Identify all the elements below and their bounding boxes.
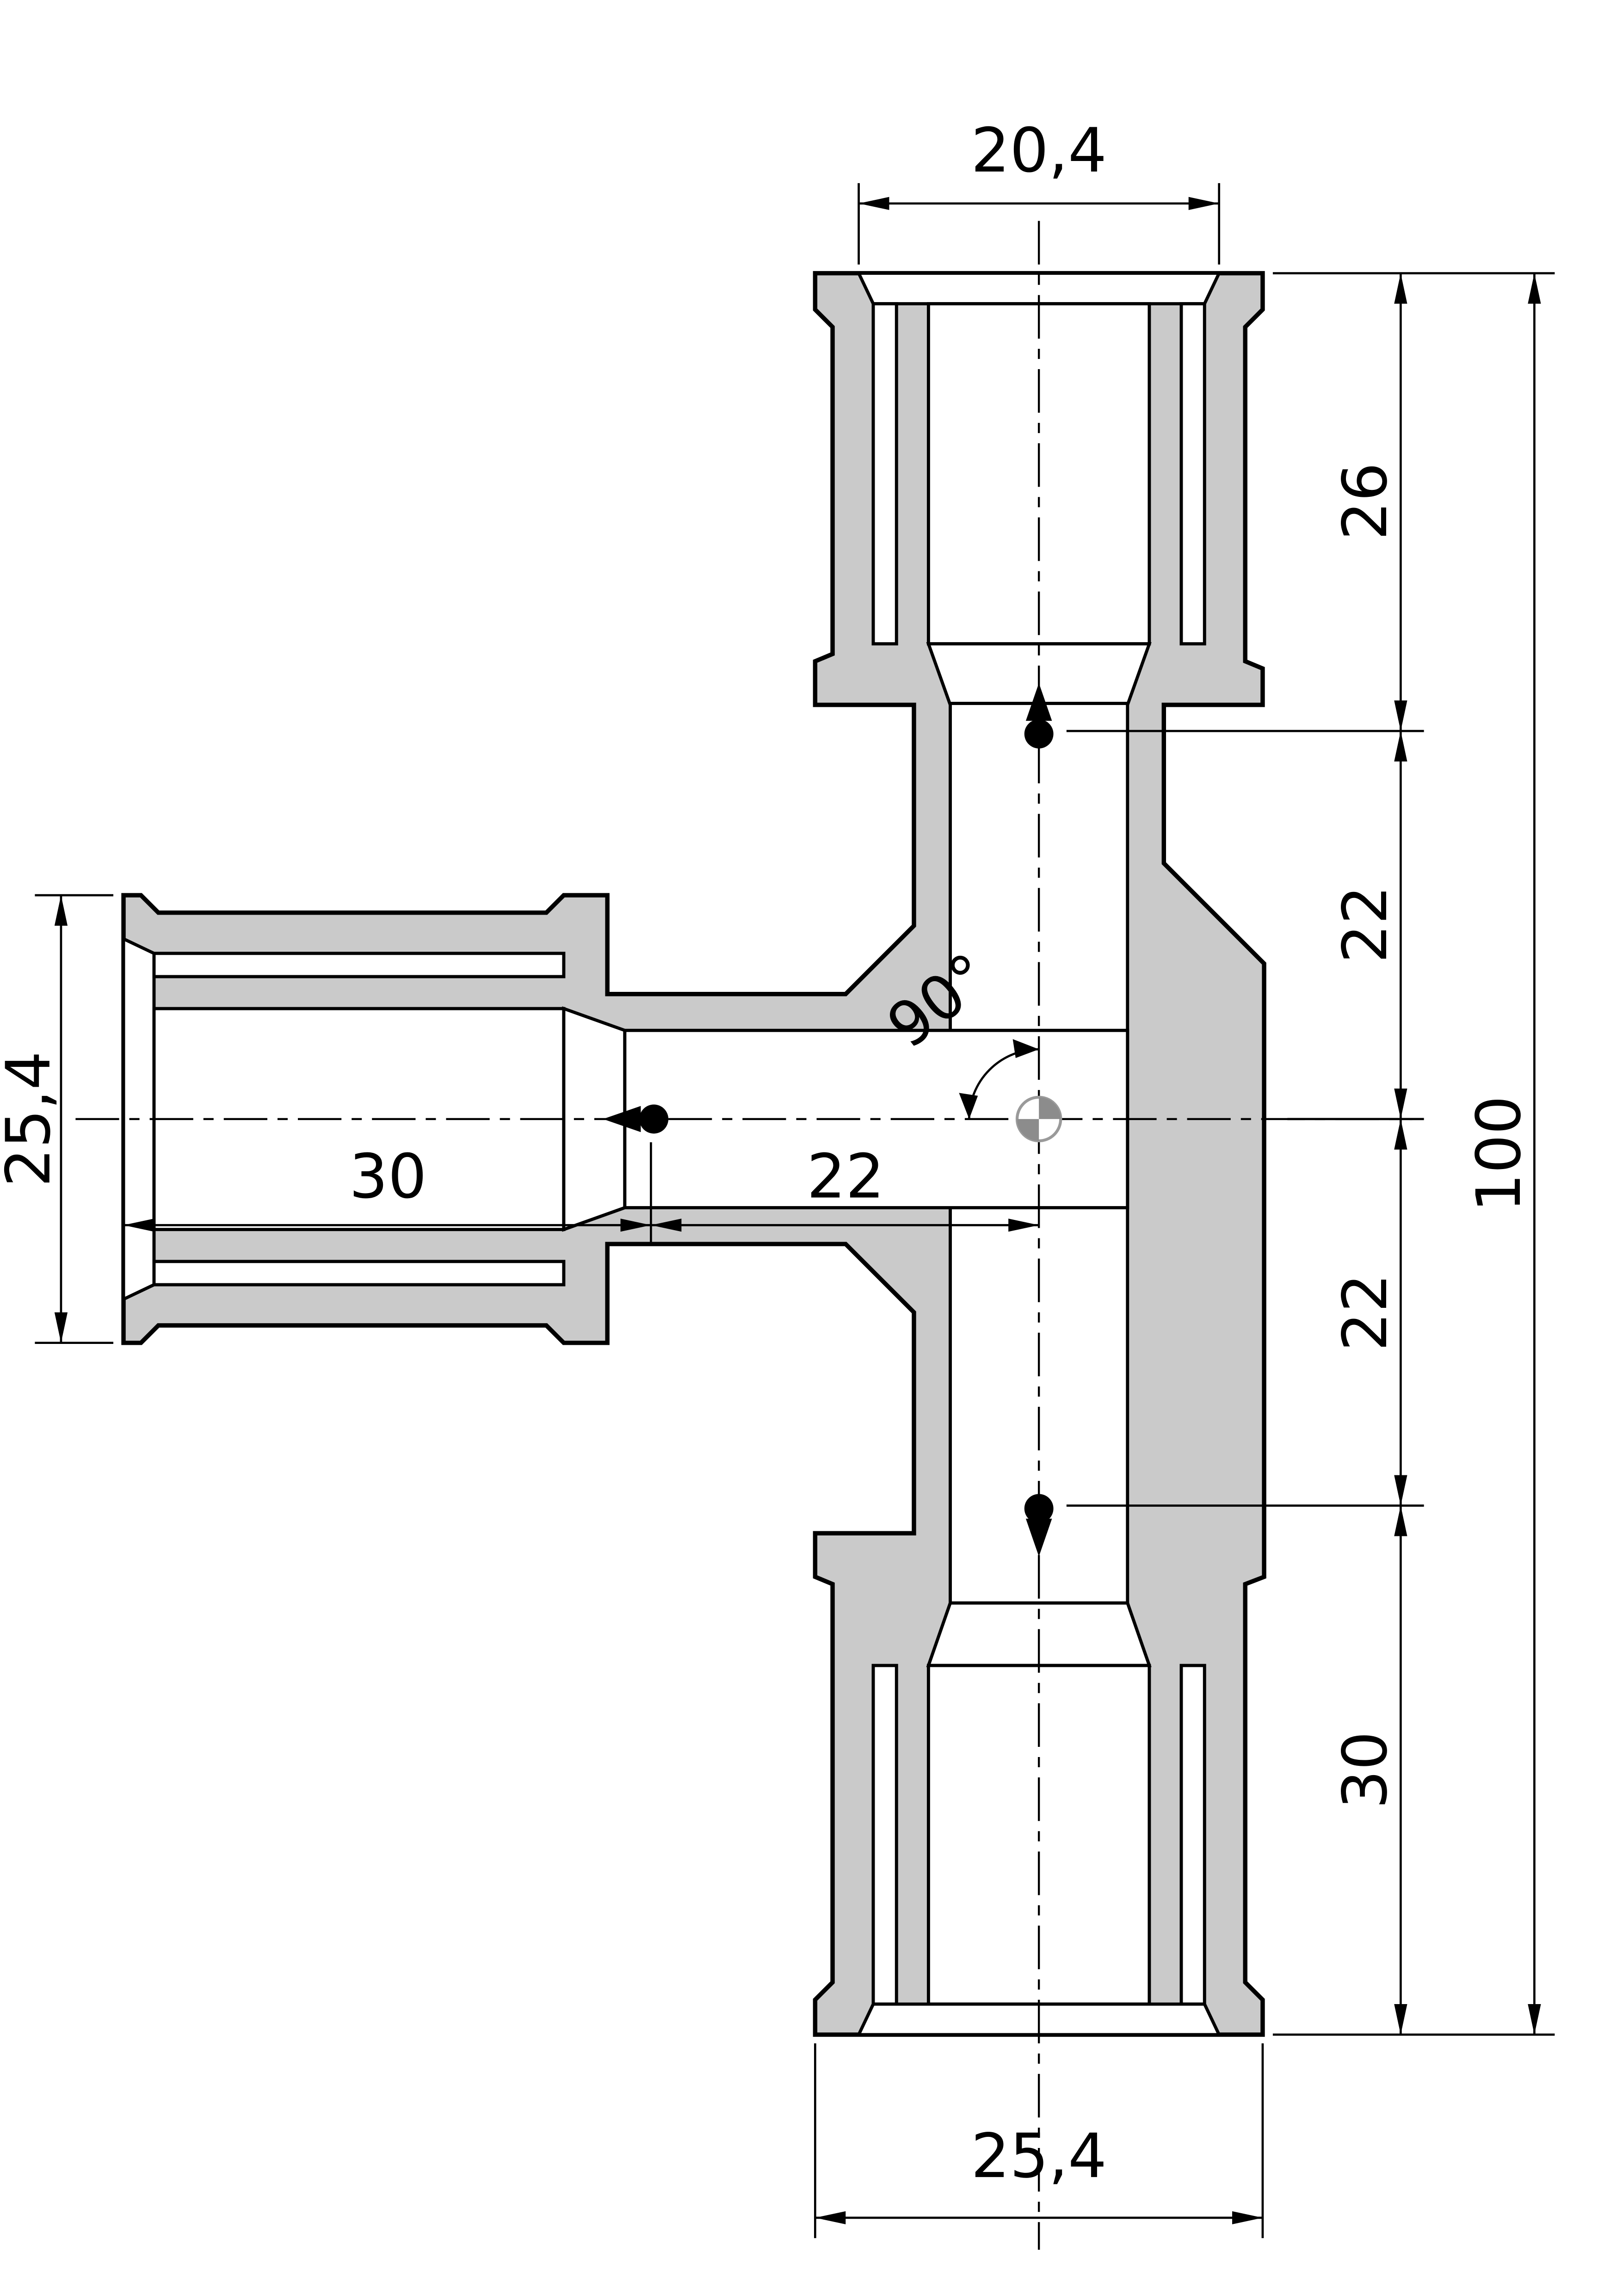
dim-horizontal-30-label: 30 (349, 1142, 427, 1213)
dim-horizontal-22-label: 22 (807, 1142, 884, 1213)
dim-bottom-diameter: 25,4 (814, 2043, 1264, 2238)
dim-right-chain: 26 22 22 30 (1066, 272, 1555, 2036)
left-socket-slot-bottom (152, 1260, 566, 1287)
dim-right-30-label: 30 (1330, 1731, 1401, 1809)
bottom-socket-slot-left (871, 1664, 898, 2006)
angle-arrow-top (1012, 1039, 1039, 1058)
top-socket-slot-left (871, 302, 898, 646)
dim-top-width-label: 20,4 (971, 116, 1107, 186)
insertion-marker-left (603, 1104, 669, 1134)
dim-top-width: 20,4 (858, 116, 1221, 265)
dim-overall-height: 100 (1464, 273, 1541, 2035)
dim-right-22a-label: 22 (1330, 885, 1401, 963)
dim-left-diameter: 25,4 (0, 894, 114, 1344)
center-point-symbol (1015, 1095, 1062, 1143)
dim-horizontal-chain: 30 22 (123, 1142, 1039, 1244)
dim-bottom-diameter-label: 25,4 (971, 2121, 1107, 2192)
dim-left-diameter-label: 25,4 (0, 1051, 64, 1187)
dim-right-22b-label: 22 (1330, 1274, 1401, 1351)
top-socket-slot-right (1179, 302, 1206, 646)
insertion-marker-top (1024, 683, 1054, 749)
bottom-socket-slot-right (1179, 1664, 1206, 2006)
dim-overall-height-label: 100 (1464, 1095, 1535, 1212)
insertion-marker-bottom (1024, 1494, 1054, 1557)
left-socket-slot-top (152, 952, 566, 978)
angle-arrow-left (959, 1093, 978, 1119)
dim-right-26-label: 26 (1330, 463, 1401, 540)
